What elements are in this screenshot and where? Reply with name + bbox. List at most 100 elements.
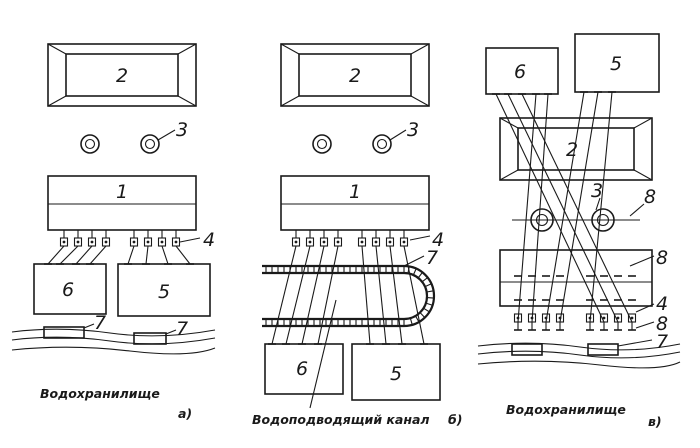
pipe-b [285,245,311,345]
label-6: 6 [62,279,74,301]
panel-b-circles-3: 3 [312,119,419,154]
label-7: 7 [656,331,668,353]
caption-a: а) [178,406,192,421]
panel-b-block-6 [264,343,344,395]
unit-a [59,237,69,247]
unit-a-dot [76,240,80,244]
unit-c-dot [630,316,634,320]
caption-reservoir: Водохранилище [40,386,160,401]
pipe-b [271,245,297,345]
pipe-a [127,245,135,265]
unit-b-dot [388,240,392,244]
canal-hatch [425,302,433,306]
panel-b-block-5 [351,343,441,401]
label-2: 2 [566,139,578,161]
pipe-c [545,91,585,323]
panel-c-units-4 [513,313,637,331]
label-2: 2 [349,65,361,87]
pipe-b [403,245,425,345]
pipe-a [145,245,149,265]
caption-b: б) [448,412,462,427]
panel-b-canal [262,264,436,328]
panel-c-circles-3: 3 8 [512,180,656,232]
panel-c-block-5 [574,33,660,93]
panel-c-block-2: 2 [499,117,653,181]
pipe-a [59,245,79,265]
panel-a-block-5 [117,263,211,317]
unit-a-dot [62,240,66,244]
unit-c-dot [530,316,534,320]
label-7: 7 [426,247,438,269]
panel-b-block-2: 2 [280,43,430,107]
canal-hatch [426,290,434,293]
label-4: 4 [432,229,444,251]
unit-b-dot [322,240,326,244]
canal-hatch [407,266,410,274]
canal-hatch [421,277,428,283]
pipe-c [507,93,619,323]
unit-b-dot [308,240,312,244]
label-5: 5 [390,363,402,385]
pipe-c [495,93,605,323]
label-7: 7 [176,318,188,340]
pipe-c [517,93,537,323]
unit-a-dot [160,240,164,244]
unit-b-dot [374,240,378,244]
label-5: 5 [158,281,170,303]
pipe-b [361,245,371,345]
pipe-a [161,245,169,265]
unit-c-dot [558,316,562,320]
panel-a-water: 7 7 [11,312,216,355]
panel-a-block-6 [33,263,107,315]
label-3: 3 [591,180,603,202]
canal-hatch [419,312,426,318]
panel-c-pipes [492,91,636,323]
pipe-b [317,245,339,345]
unit-a-dot [104,240,108,244]
label-8: 8 [656,247,668,269]
unit-b-dot [294,240,298,244]
canal-hatch [415,315,420,323]
pipe-a [89,245,107,265]
unit-a-dot [174,240,178,244]
pipe-a [47,245,65,265]
label-8: 8 [656,313,668,335]
caption-canal: Водоподводящий канал [252,412,430,427]
unit-a-dot [146,240,150,244]
unit-c-dot [602,316,606,320]
pipe-c [521,93,633,323]
caption-reservoir: Водохранилище [506,402,626,417]
pipe-a [175,245,191,265]
canal-hatch [409,317,413,325]
label-1: 1 [116,181,128,203]
label-5: 5 [610,53,622,75]
pipe-c [589,91,613,323]
pipe-b [375,245,387,345]
pipe-b [301,245,325,345]
panel-c: 6 5 2 3 8 8 [477,33,681,429]
panel-c-water: 7 [477,331,681,369]
label-2: 2 [116,65,128,87]
canal-hatch [424,283,432,288]
panel-a-block-1: 1 [47,175,197,231]
panel-a-units-4 [44,230,194,265]
unit-a-dot [90,240,94,244]
unit-c-dot [616,316,620,320]
label-7: 7 [94,312,106,334]
unit-c-dot [544,316,548,320]
canal-hatch [417,272,423,279]
canal-hatch [423,307,430,313]
label-1: 1 [349,181,361,203]
pipe-b [389,245,403,345]
label-3: 3 [407,119,419,141]
panel-a: 2 3 1 4 6 5 [11,43,216,421]
label-4: 4 [203,229,215,251]
pipe-c [559,91,599,323]
label-3: 3 [176,119,188,141]
panel-a-block-2: 2 [47,43,197,107]
caption-c: в) [648,414,662,429]
unit-b-dot [360,240,364,244]
panel-b: 2 3 1 4 7 6 5 Водоподводящий канал [252,43,462,427]
pipe-a [75,245,93,265]
